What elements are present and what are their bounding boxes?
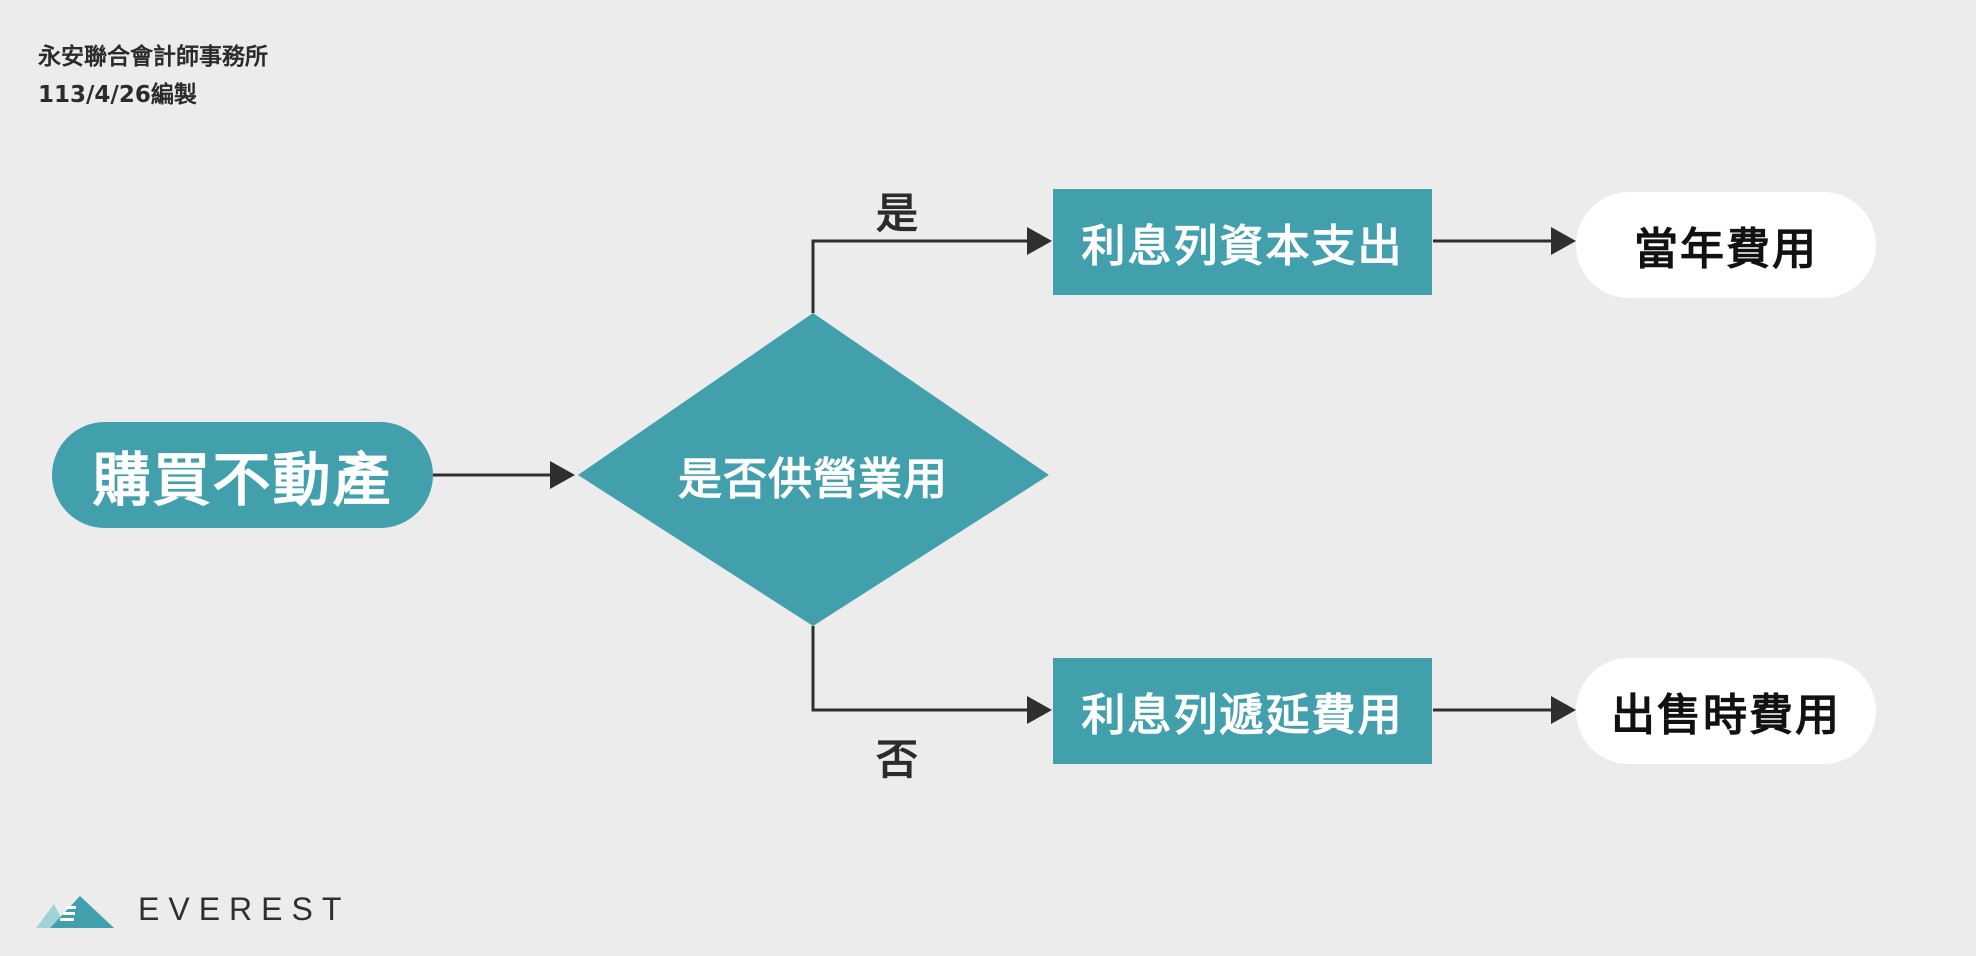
date-line: 113/4/26編製 xyxy=(38,82,197,108)
everest-logo: EVEREST xyxy=(36,890,350,928)
current-year-expense-node: 當年費用 xyxy=(1576,192,1876,298)
firm-name: 永安聯合會計師事務所 xyxy=(38,44,268,70)
start-node: 購買不動產 xyxy=(52,422,433,528)
edge-yes xyxy=(811,239,1036,313)
logo-text: EVEREST xyxy=(138,891,351,927)
decision-diamond xyxy=(578,313,1049,626)
expense-on-sale-node: 出售時費用 xyxy=(1576,658,1876,764)
current-year-expense-label: 當年費用 xyxy=(1634,224,1818,275)
start-label: 購買不動產 xyxy=(92,446,393,514)
decision-node: 是否供營業用 xyxy=(578,442,1048,508)
defer-interest-label: 利息列遞延費用 xyxy=(1081,690,1404,741)
no-label: 否 xyxy=(876,735,919,784)
mountain-icon xyxy=(36,896,114,928)
yes-label: 是 xyxy=(876,189,919,238)
capitalize-interest-box: 利息列資本支出 xyxy=(1053,189,1432,295)
expense-on-sale-label: 出售時費用 xyxy=(1611,690,1841,741)
edge-no xyxy=(811,626,1036,712)
decision-text: 是否供營業用 xyxy=(678,454,948,505)
header: 永安聯合會計師事務所 113/4/26編製 xyxy=(38,38,268,114)
defer-interest-box: 利息列遞延費用 xyxy=(1053,658,1432,764)
capitalize-interest-label: 利息列資本支出 xyxy=(1081,221,1404,272)
